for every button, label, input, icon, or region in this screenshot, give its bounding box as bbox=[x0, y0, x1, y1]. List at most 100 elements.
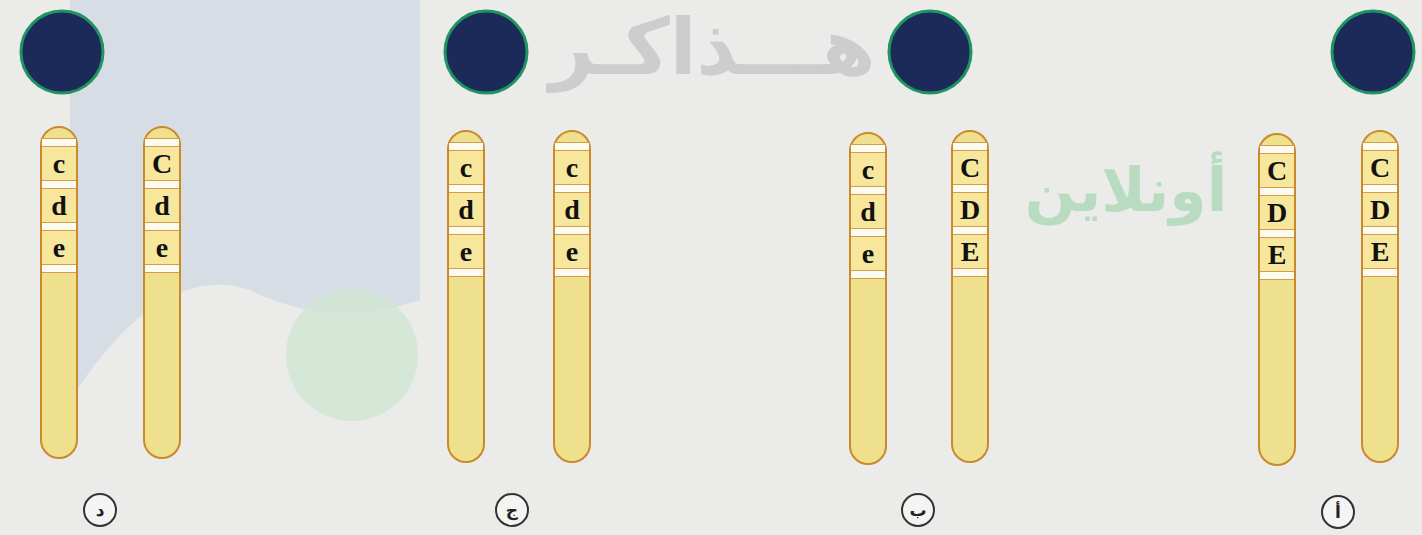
chromosome: Cde bbox=[143, 126, 181, 459]
chromosome: cde bbox=[447, 130, 485, 463]
band-stripe bbox=[953, 268, 987, 277]
band-stripe bbox=[449, 184, 483, 193]
gene-letter: e bbox=[555, 237, 589, 267]
band-stripe bbox=[145, 138, 179, 147]
band-stripe bbox=[145, 180, 179, 189]
band-stripe bbox=[555, 226, 589, 235]
gene-locus: c bbox=[555, 151, 589, 184]
gene-letter: C bbox=[1363, 153, 1397, 183]
gene-locus: e bbox=[145, 231, 179, 264]
gene-locus: C bbox=[145, 147, 179, 180]
gene-letter: D bbox=[1260, 198, 1294, 228]
panel-label-circle: أ bbox=[1321, 495, 1355, 529]
gene-letter: d bbox=[449, 195, 483, 225]
band-stripe bbox=[145, 264, 179, 273]
chromosome: CDE bbox=[1258, 133, 1296, 466]
gene-locus: C bbox=[953, 151, 987, 184]
band-stripe bbox=[449, 142, 483, 151]
band-stripe bbox=[851, 144, 885, 153]
gene-letter: e bbox=[145, 233, 179, 263]
band-stripe bbox=[42, 138, 76, 147]
gene-bands: CDE bbox=[953, 142, 987, 277]
band-stripe bbox=[449, 226, 483, 235]
band-stripe bbox=[1260, 145, 1294, 154]
gene-locus: E bbox=[1363, 235, 1397, 268]
chromosome: CDE bbox=[951, 130, 989, 463]
gene-letter: d bbox=[145, 191, 179, 221]
band-stripe bbox=[1363, 184, 1397, 193]
gene-locus: c bbox=[42, 147, 76, 180]
nucleus-circle bbox=[1332, 11, 1414, 93]
band-stripe bbox=[851, 228, 885, 237]
band-stripe bbox=[851, 270, 885, 279]
nucleus-circle bbox=[445, 11, 527, 93]
gene-locus: C bbox=[1260, 154, 1294, 187]
band-stripe bbox=[1260, 271, 1294, 280]
nucleus-circle bbox=[21, 11, 103, 93]
gene-locus: d bbox=[145, 189, 179, 222]
gene-locus: d bbox=[449, 193, 483, 226]
chromosome: cde bbox=[849, 132, 887, 465]
band-stripe bbox=[555, 268, 589, 277]
gene-bands: Cde bbox=[145, 138, 179, 273]
band-stripe bbox=[555, 142, 589, 151]
band-stripe bbox=[555, 184, 589, 193]
gene-letter: e bbox=[851, 239, 885, 269]
panel-label: ج bbox=[506, 502, 518, 519]
band-stripe bbox=[1260, 229, 1294, 238]
gene-locus: E bbox=[1260, 238, 1294, 271]
band-stripe bbox=[1363, 142, 1397, 151]
gene-letter: D bbox=[953, 195, 987, 225]
gene-bands: cde bbox=[555, 142, 589, 277]
gene-locus: c bbox=[851, 153, 885, 186]
panel-label: ب bbox=[909, 502, 926, 519]
band-stripe bbox=[1260, 187, 1294, 196]
gene-letter: D bbox=[1363, 195, 1397, 225]
gene-locus: c bbox=[449, 151, 483, 184]
band-stripe bbox=[1363, 268, 1397, 277]
band-stripe bbox=[449, 268, 483, 277]
gene-letter: c bbox=[555, 153, 589, 183]
gene-locus: D bbox=[1363, 193, 1397, 226]
band-stripe bbox=[42, 180, 76, 189]
gene-letter: c bbox=[851, 155, 885, 185]
gene-bands: cde bbox=[449, 142, 483, 277]
gene-letter: d bbox=[42, 191, 76, 221]
panel-label-circle: ج bbox=[495, 493, 529, 527]
gene-locus: e bbox=[42, 231, 76, 264]
gene-locus: C bbox=[1363, 151, 1397, 184]
gene-letter: e bbox=[449, 237, 483, 267]
gene-letter: c bbox=[42, 149, 76, 179]
gene-letter: C bbox=[953, 153, 987, 183]
chromosome: cde bbox=[553, 130, 591, 463]
gene-letter: E bbox=[1363, 237, 1397, 267]
panel-label-circle: د bbox=[83, 493, 117, 527]
panel-label-circle: ب bbox=[901, 493, 935, 527]
gene-locus: e bbox=[449, 235, 483, 268]
gene-locus: d bbox=[851, 195, 885, 228]
gene-bands: CDE bbox=[1363, 142, 1397, 277]
gene-bands: cde bbox=[42, 138, 76, 273]
gene-letter: e bbox=[42, 233, 76, 263]
gene-letter: c bbox=[449, 153, 483, 183]
gene-bands: cde bbox=[851, 144, 885, 279]
band-stripe bbox=[851, 186, 885, 195]
chromosome: cde bbox=[40, 126, 78, 459]
watermark-circle bbox=[286, 289, 418, 421]
gene-locus: d bbox=[555, 193, 589, 226]
gene-locus: E bbox=[953, 235, 987, 268]
panel-label: أ bbox=[1335, 504, 1341, 521]
band-stripe bbox=[953, 184, 987, 193]
gene-locus: e bbox=[851, 237, 885, 270]
gene-locus: e bbox=[555, 235, 589, 268]
gene-locus: d bbox=[42, 189, 76, 222]
nucleus-circle bbox=[889, 11, 971, 93]
band-stripe bbox=[953, 142, 987, 151]
gene-locus: D bbox=[953, 193, 987, 226]
chromosome: CDE bbox=[1361, 130, 1399, 463]
watermark: هـــذاكـر bbox=[549, 8, 875, 86]
gene-letter: d bbox=[851, 197, 885, 227]
gene-letter: E bbox=[1260, 240, 1294, 270]
watermark: أونلاين bbox=[1025, 160, 1227, 220]
